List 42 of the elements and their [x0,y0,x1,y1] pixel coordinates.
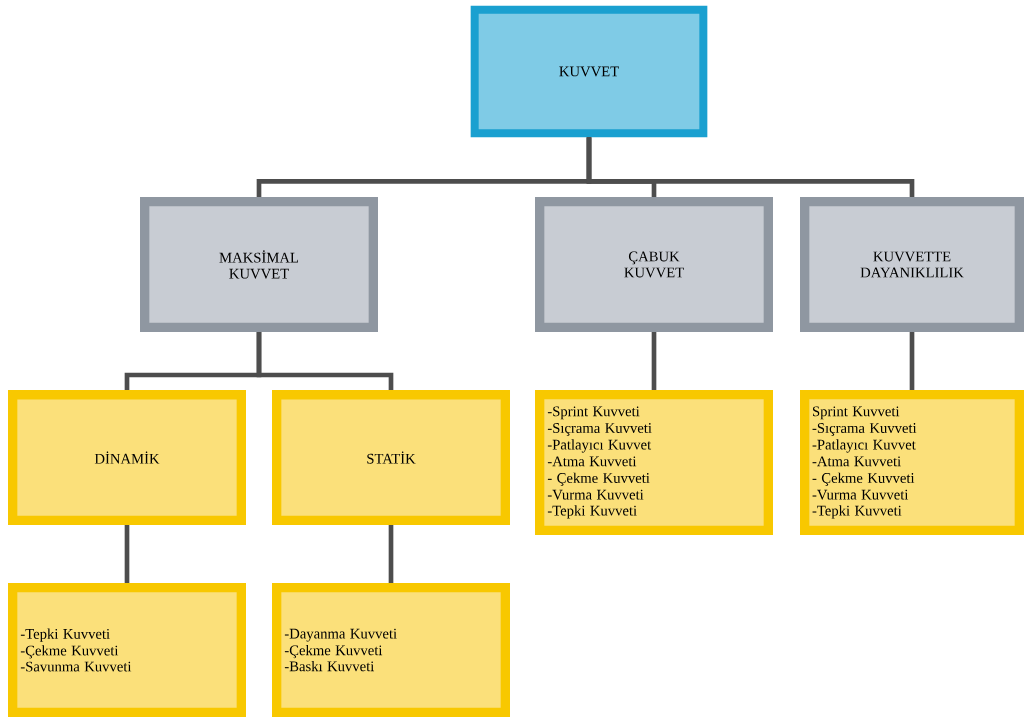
category-box [140,197,378,332]
subcategory-box [8,390,246,525]
node-label: -Çekme Kuvveti [284,644,383,659]
node-label: MAKSİMAL KUVVET [219,250,299,279]
node-label: KUVVET [559,66,619,77]
node-label: -Tepki Kuvveti [20,628,110,642]
node-label: DİNAMİK [94,451,160,464]
node-label: -Vurma Kuvveti [547,489,644,500]
node-label: -Patlayıcı Kuvvet [812,439,916,453]
list-box [800,389,1024,536]
node-label: -Patlayıcı Kuvvet [547,439,652,453]
node-label: -Sıçrama Kuvveti [547,423,652,436]
list-box [272,583,510,717]
node-label: -Atma Kuvveti [547,456,637,467]
node-label: -Baskı Kuvveti [284,660,375,672]
node-label: -Sıçrama Kuvveti [812,423,917,436]
connector-line [256,332,394,391]
node-label: -Sprint Kuvveti [547,406,640,420]
node-label: - Çekme Kuvveti [547,472,650,486]
title-box [470,5,708,138]
connector-line [124,525,130,583]
list-box [8,583,246,717]
node-label: STATİK [367,451,416,464]
node-label: -Tepki Kuvveti [812,505,902,519]
node-label: ÇABUK KUVVET [624,251,684,278]
node-label: -Dayanma Kuvveti [284,628,397,642]
list-box [535,389,773,536]
connector-line [388,525,394,583]
node-label: -Vurma Kuvveti [812,489,909,500]
category-box [800,197,1024,332]
node-label: -Atma Kuvveti [812,456,901,467]
node-label: -Çekme Kuvveti [20,645,119,659]
connector-line [586,137,915,198]
node-label: - Çekme Kuvveti [812,472,915,486]
connector-line [909,332,915,390]
node-label: -Savunma Kuvveti [20,661,132,672]
node-label: Sprint Kuvveti [812,406,900,420]
node-label: -Tepki Kuvveti [547,505,637,519]
node-label: KUVVETTE DAYANIKLILIK [860,251,964,278]
category-box [535,197,773,332]
connector-line [651,332,657,390]
subcategory-box [272,390,510,525]
